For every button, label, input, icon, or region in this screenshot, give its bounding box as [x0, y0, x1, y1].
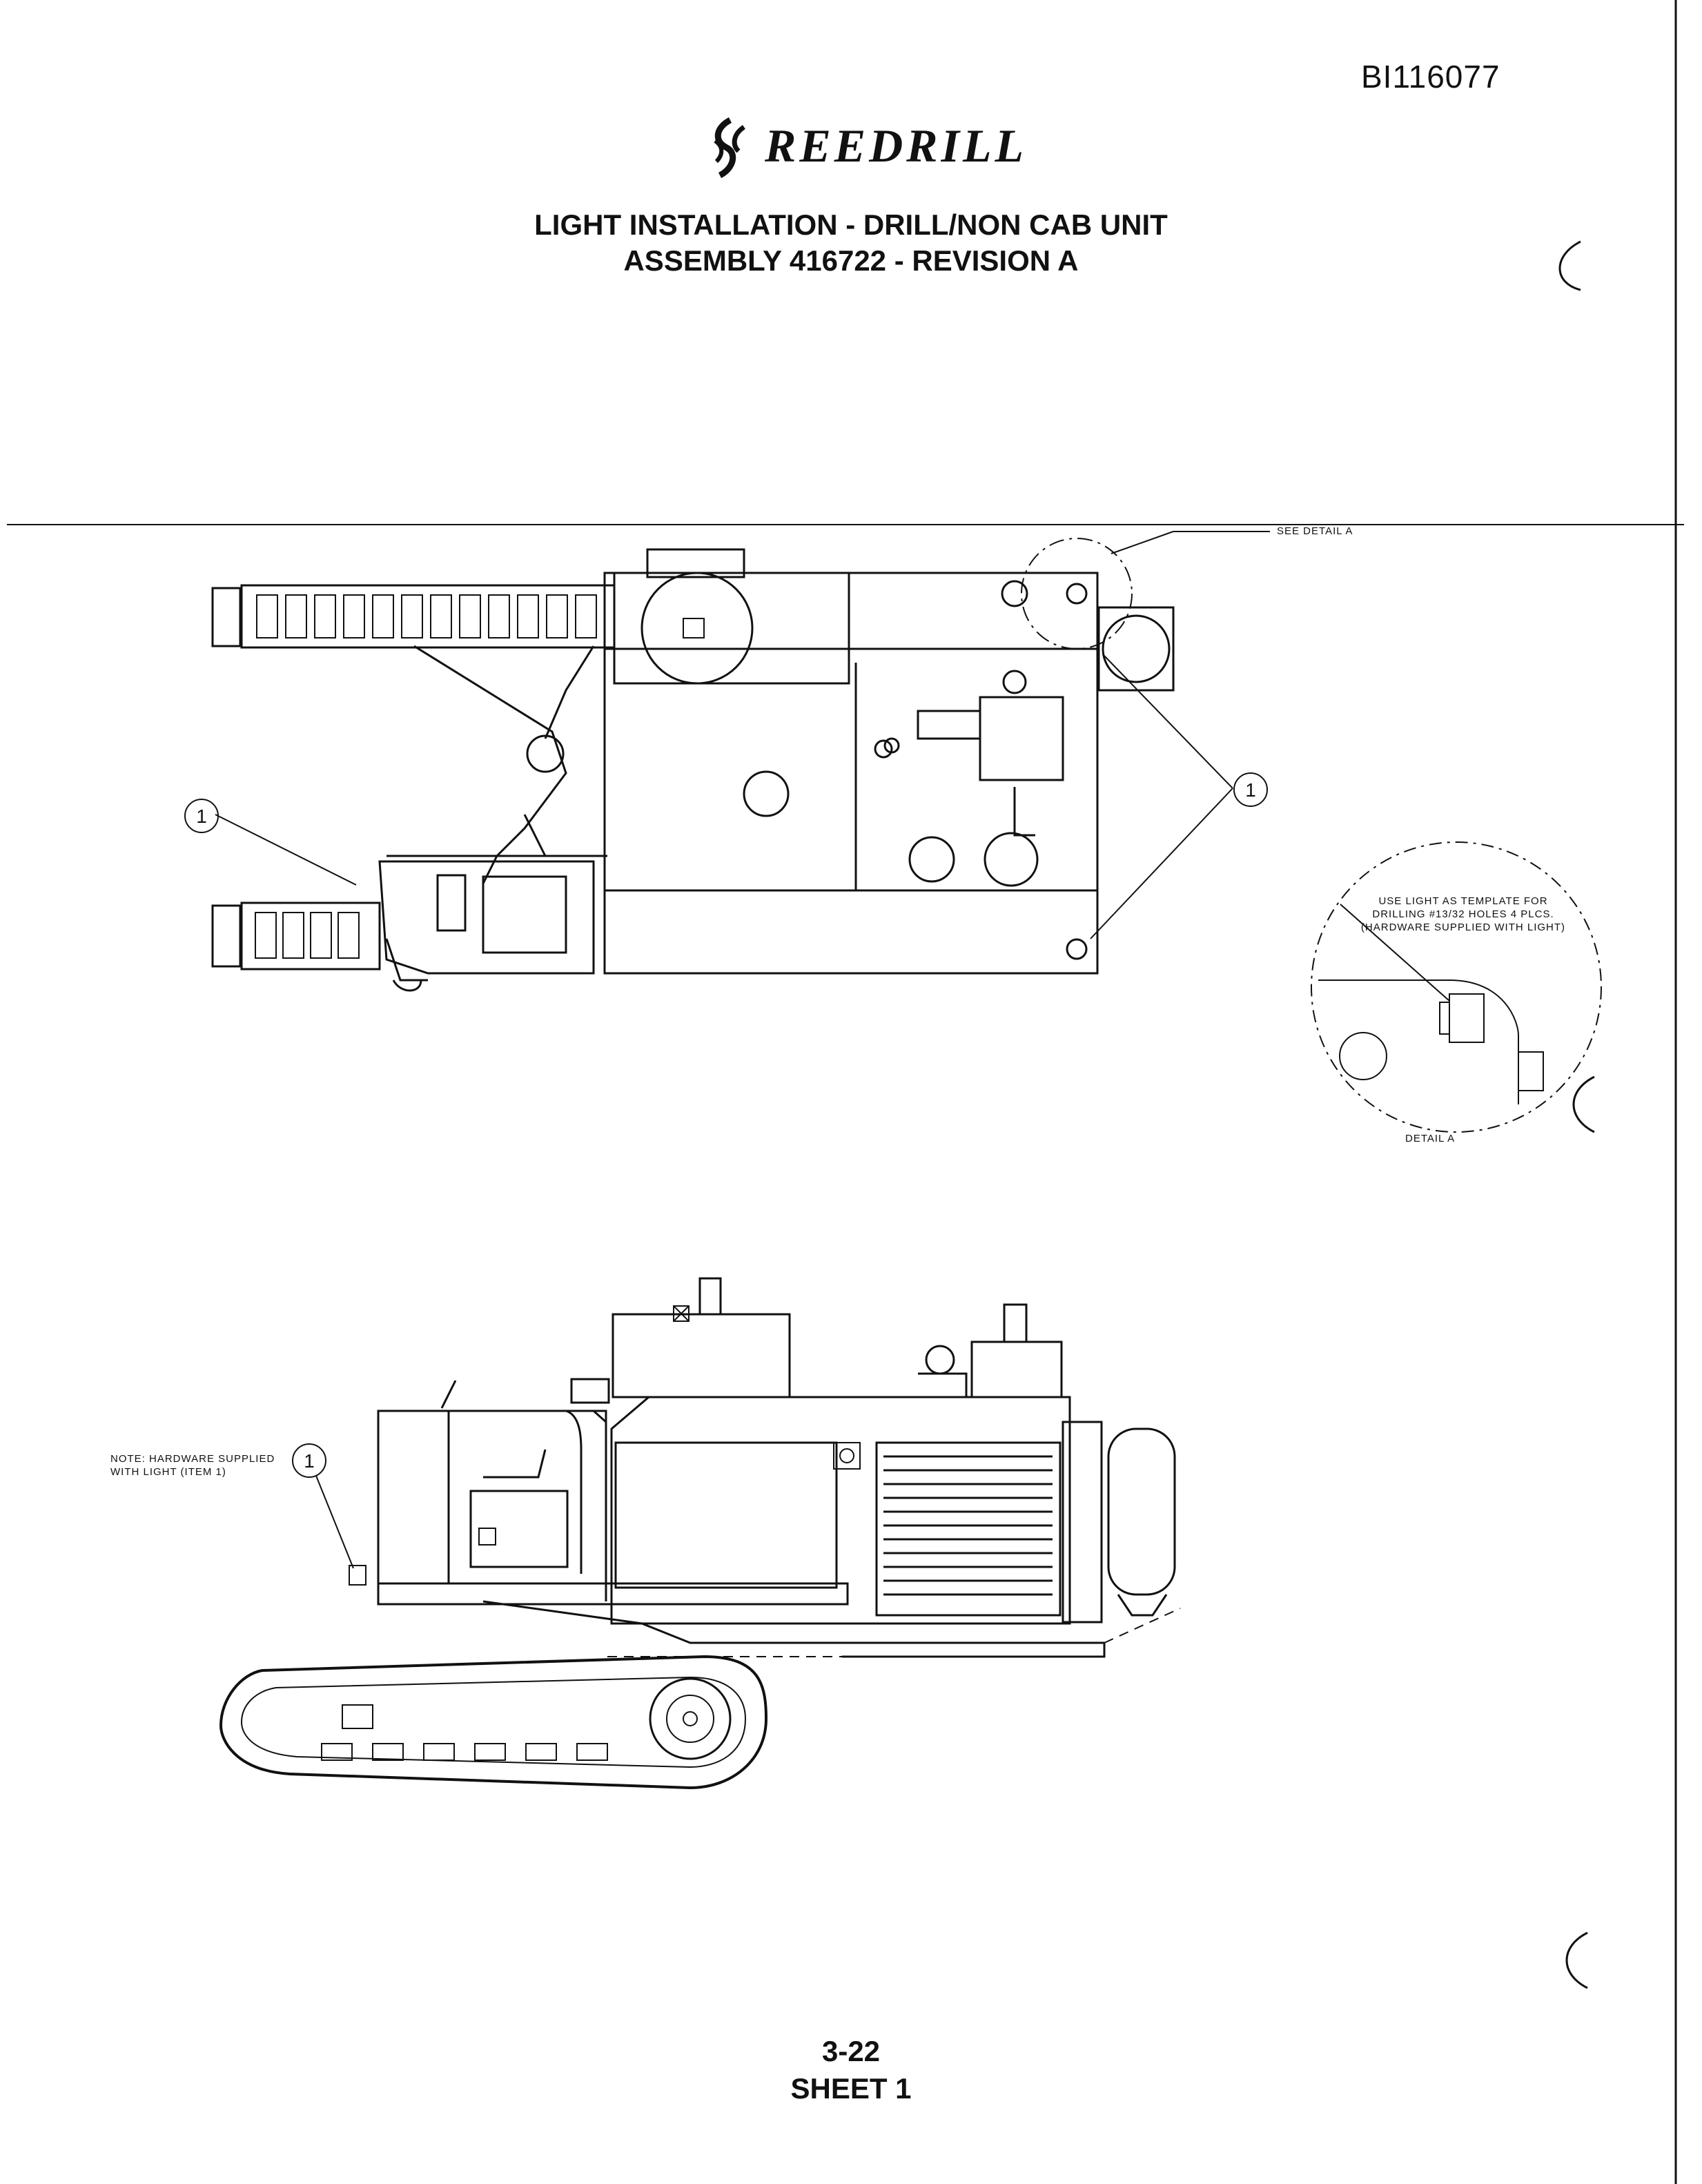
- see-detail-label: SEE DETAIL A: [1277, 525, 1353, 537]
- detail-a: [1311, 841, 1602, 1133]
- side-view-note: NOTE: HARDWARE SUPPLIED WITH LIGHT (ITEM…: [110, 1452, 275, 1479]
- binder-hole-top: [1558, 240, 1581, 291]
- binder-hole-bottom: [1565, 1931, 1588, 1989]
- brand-name: REEDRILL: [765, 119, 1028, 172]
- drawing-title-line2: ASSEMBLY 416722 - REVISION A: [623, 244, 1079, 277]
- detail-a-note-line2: DRILLING #13/32 HOLES 4 PLCS.: [1372, 908, 1554, 920]
- side-view: [219, 1277, 1181, 1790]
- top-view: [184, 531, 1270, 992]
- page-number: 3-22: [821, 2035, 881, 2067]
- side-view-note-line1: NOTE: HARDWARE SUPPLIED: [110, 1453, 275, 1465]
- detail-a-label: DETAIL A: [1405, 1133, 1456, 1144]
- side-view-callout: 1: [304, 1450, 315, 1472]
- binder-hole-mid: [1572, 1075, 1595, 1133]
- reedrill-swirl-icon: [714, 117, 746, 179]
- detail-a-note-line3: (HARDWARE SUPPLIED WITH LIGHT): [1360, 922, 1566, 933]
- document-id: BI116077: [1361, 59, 1500, 95]
- top-view-callout-left: 1: [196, 806, 207, 827]
- top-view-callout-right: 1: [1245, 779, 1256, 801]
- detail-a-note: USE LIGHT AS TEMPLATE FOR DRILLING #13/3…: [1346, 895, 1581, 934]
- drawing-title-line1: LIGHT INSTALLATION - DRILL/NON CAB UNIT: [534, 208, 1168, 241]
- brand-logo: [696, 113, 765, 182]
- sheet-label: SHEET 1: [790, 2072, 912, 2105]
- detail-a-note-line1: USE LIGHT AS TEMPLATE FOR: [1378, 895, 1548, 907]
- side-view-note-line2: WITH LIGHT (ITEM 1): [110, 1466, 226, 1478]
